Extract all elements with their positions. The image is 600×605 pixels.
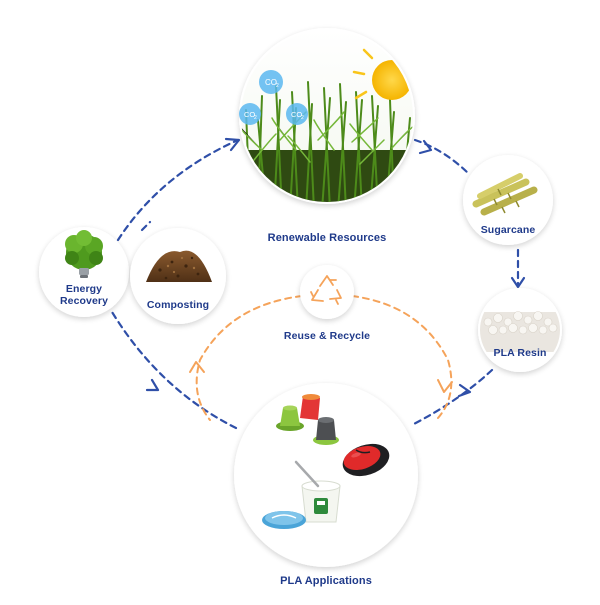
inner-cycle-arrowheads [189,361,453,393]
soil-pile-icon [146,250,212,282]
label-renewable-resources: Renewable Resources [267,232,387,244]
tree-bulb-icon [65,230,103,278]
co2-text: CO [291,110,302,119]
label-composting: Composting [146,299,210,311]
arrow-recycle-to-right [351,295,453,419]
co2-bubbles: CO 2 CO 2 CO 2 [239,70,308,125]
co2-subscript: 2 [276,83,279,89]
arrowhead-to-applications [457,383,472,398]
co2-subscript: 2 [301,115,304,121]
node-pla-applications [234,383,418,567]
label-energy-recovery: Energy Recovery [49,283,119,307]
inner-cycle-arrows [195,295,453,421]
arrow-recycle-to-left [195,295,303,421]
arrowhead-to-renewable [224,137,241,152]
node-energy-recovery [39,227,129,317]
outer-cycle-arrows [110,138,520,430]
arrowhead-inner-left [189,361,205,373]
co2-subscript: 2 [254,115,257,121]
arrowhead-to-resin [510,276,526,289]
label-energy-line2: Recovery [59,295,109,308]
node-pla-resin [478,288,562,372]
node-composting [130,228,226,324]
yogurt-lid-icon [262,511,306,529]
arrowhead-to-sugarcane [418,139,433,155]
label-pla-resin: PLA Resin [493,347,547,359]
arrow-applications-to-energy [110,310,238,430]
node-renewable-resources: CO 2 CO 2 CO 2 [239,28,415,204]
arrow-energy-to-renewable [116,138,240,242]
co2-text: CO [244,110,255,119]
yogurt-cup-icon [294,460,341,523]
co2-bubble-icon: CO 2 [286,103,308,125]
node-reuse-recycle [300,265,354,319]
sugarcane-icon [472,173,538,216]
coffee-capsule-icon [300,394,320,420]
co2-bubble-icon: CO 2 [259,70,283,94]
label-energy-line1: Energy [65,283,103,295]
co2-text: CO [265,78,277,87]
arrow-renewable-to-sugarcane [413,138,472,177]
coffee-capsule-icon [313,417,339,445]
label-reuse-recycle: Reuse & Recycle [283,330,371,342]
co2-bubble-icon: CO 2 [239,103,261,125]
label-pla-applications: PLA Applications [280,575,372,587]
outer-cycle-arrowheads [145,137,526,398]
coffee-capsule-icon [276,405,304,431]
node-sugarcane [463,155,553,245]
arrow-composting-connector [140,220,152,232]
arrowhead-to-energy [145,378,160,392]
label-sugarcane: Sugarcane [480,224,536,236]
resin-pellets-icon [480,311,560,352]
computer-mouse-icon [342,443,390,477]
arrow-resin-to-applications [410,368,494,427]
arrowhead-inner-right [437,379,453,393]
recycle-icon [310,275,342,305]
